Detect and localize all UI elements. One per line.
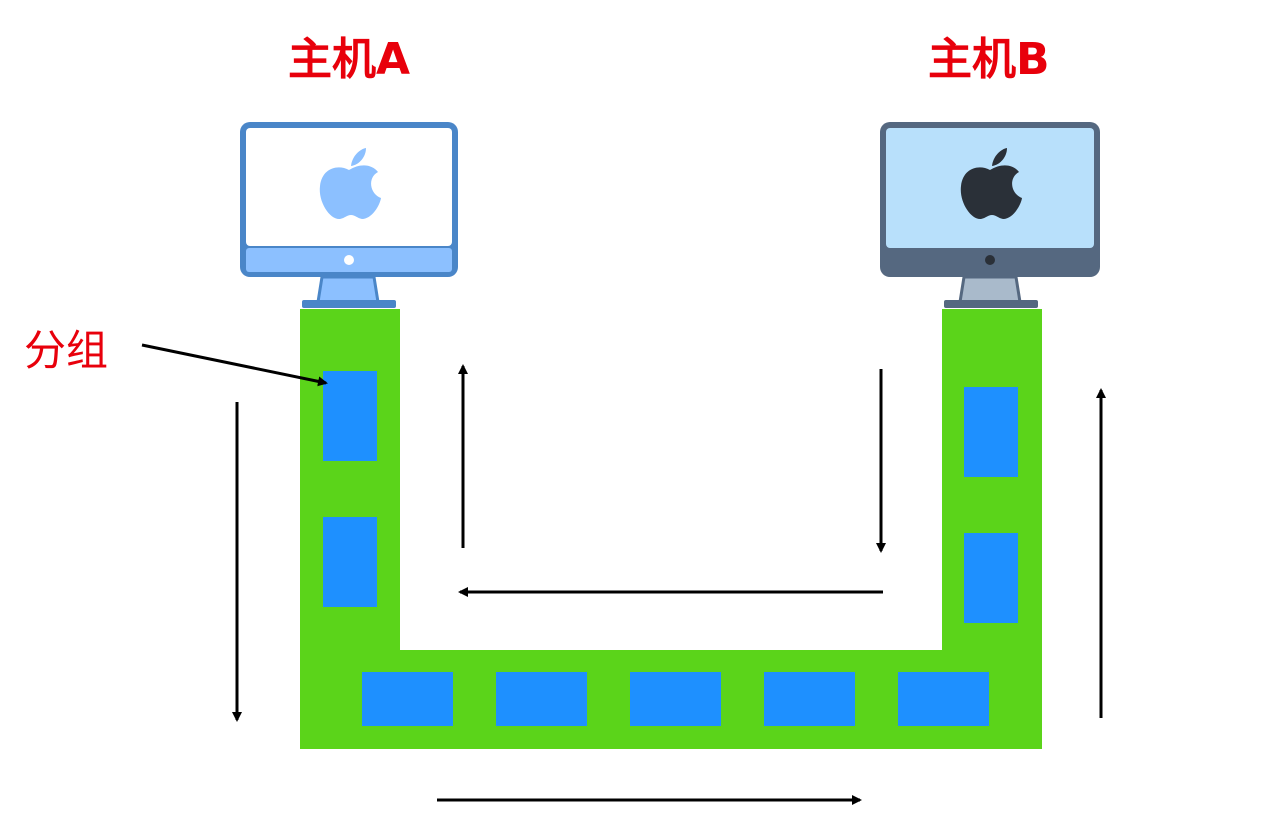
apple-icon [960,148,1022,220]
packet [964,387,1018,477]
packet [898,672,989,726]
host-a-stand [316,275,380,304]
host-b-base [944,300,1038,308]
packet [764,672,855,726]
arrows [141,343,1106,805]
host-b-computer [880,122,1100,308]
host-a-base [302,300,396,308]
packet [964,533,1018,623]
packets [323,371,1018,726]
host-b-stand [958,275,1022,304]
host-a-computer [240,122,458,308]
packet-callout-label: 分组 [24,326,109,375]
apple-icon [319,148,381,220]
callout-arrow [141,343,328,387]
host-b-power-dot [985,255,995,265]
host-a-label: 主机A [288,34,411,85]
packet [630,672,721,726]
host-b-label: 主机B [928,34,1050,85]
packet [362,672,453,726]
packet [496,672,587,726]
packet [323,371,377,461]
packet [323,517,377,607]
host-a-power-dot [344,255,354,265]
